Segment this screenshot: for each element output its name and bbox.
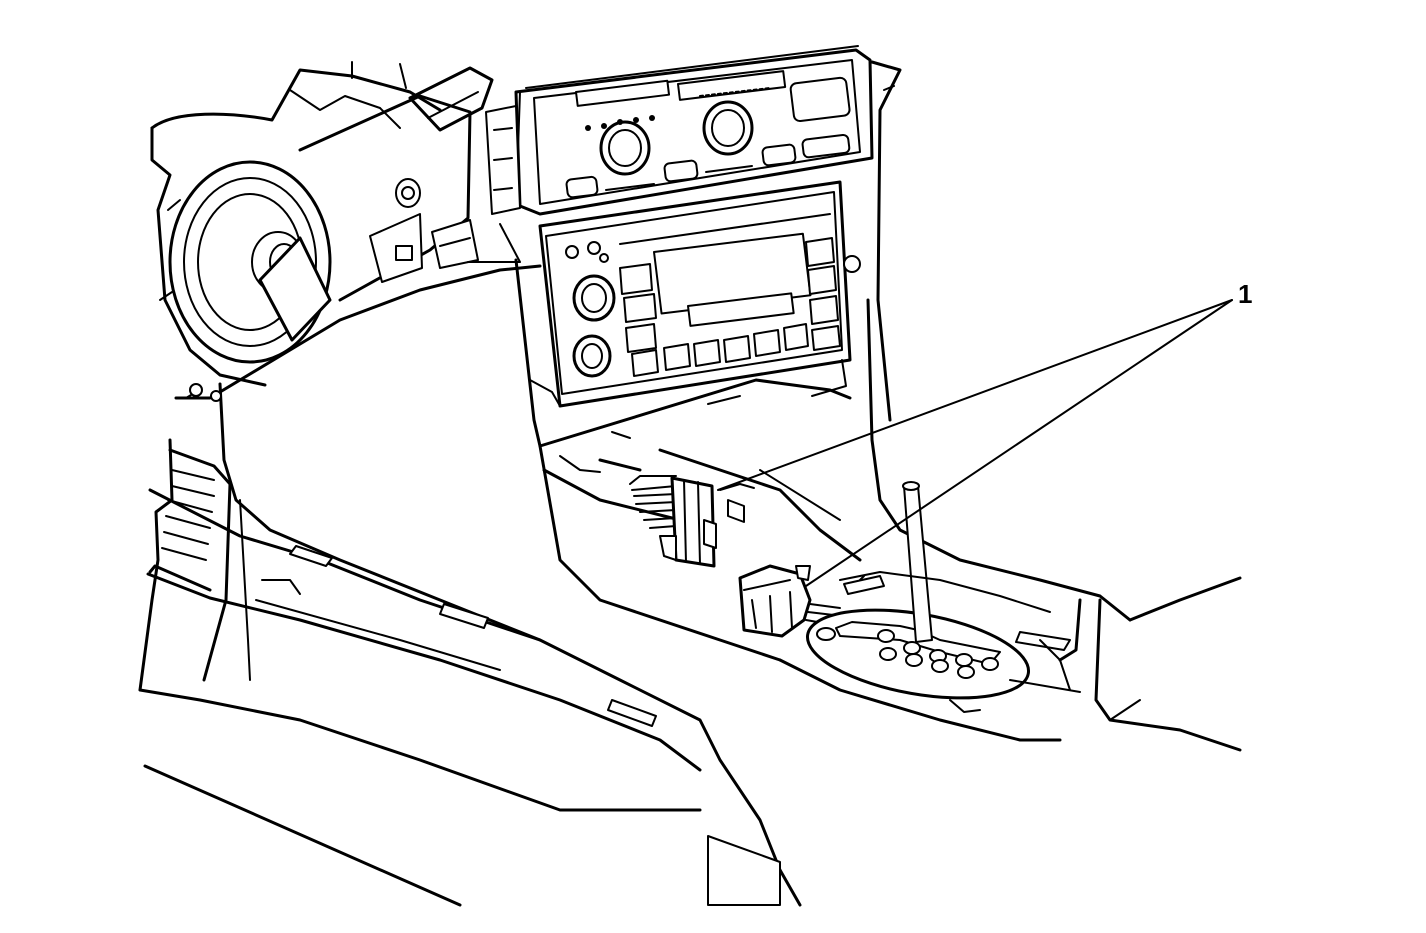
callout-leader-lower — [805, 299, 1233, 587]
lower-dash-panel — [138, 264, 802, 907]
fan-knob — [702, 100, 754, 156]
shift-lever-assembly — [805, 481, 1082, 713]
center-console — [514, 258, 1242, 752]
temperature-knob — [599, 120, 651, 176]
hvac-control-panel — [514, 45, 874, 216]
callout-leader-upper — [717, 299, 1233, 491]
volume-knob — [572, 274, 616, 322]
callout-label-1: 1 — [1238, 279, 1252, 309]
radio-head-unit — [538, 180, 861, 408]
steering-column — [150, 61, 494, 387]
upper-harness-connector — [629, 475, 755, 568]
lower-harness-connector — [738, 564, 843, 638]
callout-1: 1 — [717, 279, 1252, 587]
tune-knob — [572, 334, 612, 378]
mounting-bracket — [467, 60, 902, 422]
steering-hub — [159, 160, 332, 364]
